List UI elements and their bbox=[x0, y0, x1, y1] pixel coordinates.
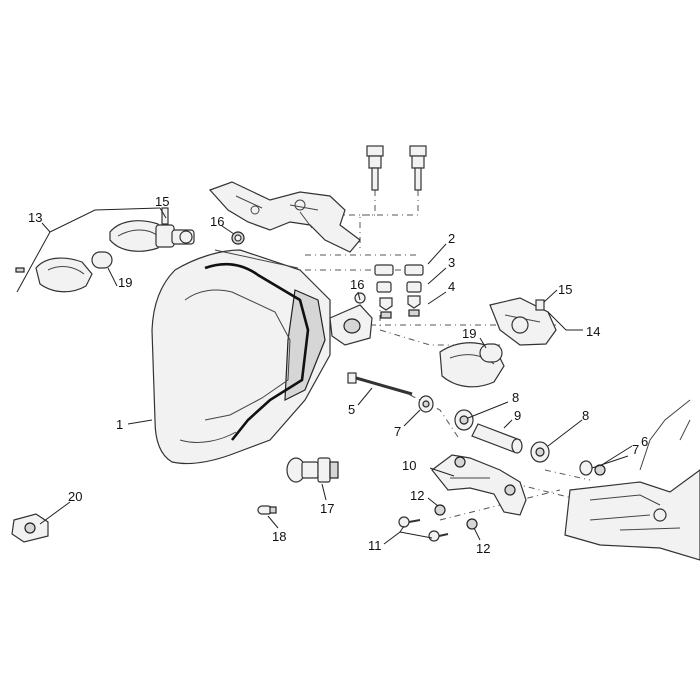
callout-17: 17 bbox=[320, 501, 334, 516]
callout-4: 4 bbox=[448, 279, 455, 294]
callout-labels: 13 15 16 19 1 2 3 4 16 15 14 19 5 7 8 9 … bbox=[28, 194, 648, 556]
callout-20: 20 bbox=[68, 489, 82, 504]
left-turn-signal bbox=[15, 207, 195, 293]
callout-13: 13 bbox=[28, 210, 42, 225]
connector-20 bbox=[11, 513, 49, 543]
callout-1: 1 bbox=[116, 417, 123, 432]
callout-14: 14 bbox=[586, 324, 600, 339]
top-bolt-left bbox=[366, 145, 384, 191]
frame-section bbox=[564, 399, 700, 561]
callout-18: 18 bbox=[272, 529, 286, 544]
callout-11: 11 bbox=[368, 538, 382, 553]
nut-12-upper bbox=[434, 504, 446, 516]
washer-7-left bbox=[418, 395, 434, 413]
pin-5 bbox=[347, 372, 413, 396]
callout-15-right: 15 bbox=[558, 282, 572, 297]
headlight-housing bbox=[151, 249, 331, 465]
callout-15-left: 15 bbox=[155, 194, 169, 209]
callout-19-left: 19 bbox=[118, 275, 132, 290]
screw-11-upper bbox=[398, 516, 421, 528]
headlight-bulb-17 bbox=[286, 457, 339, 483]
callout-9: 9 bbox=[514, 408, 521, 423]
callout-16-right: 16 bbox=[350, 277, 364, 292]
top-bolt-right bbox=[409, 145, 427, 191]
callout-8-left: 8 bbox=[512, 390, 519, 405]
tube-9 bbox=[471, 423, 523, 454]
washer-7-right bbox=[579, 460, 593, 476]
callout-2: 2 bbox=[448, 231, 455, 246]
callout-6: 6 bbox=[641, 434, 648, 449]
parking-bulb-18 bbox=[257, 505, 277, 515]
leader-lines bbox=[16, 207, 633, 545]
callout-3: 3 bbox=[448, 255, 455, 270]
nut-16-left bbox=[231, 231, 245, 245]
headlight-bracket bbox=[208, 181, 361, 253]
callout-12-lower: 12 bbox=[476, 541, 490, 556]
callout-10: 10 bbox=[402, 458, 416, 473]
callout-8-right: 8 bbox=[582, 408, 589, 423]
callout-5: 5 bbox=[348, 402, 355, 417]
side-mount-bracket bbox=[329, 292, 373, 346]
bush-8-right bbox=[530, 441, 550, 463]
screw-11-lower bbox=[428, 530, 449, 542]
callout-16-left: 16 bbox=[210, 214, 224, 229]
callout-19-right: 19 bbox=[462, 326, 476, 341]
callout-12-upper: 12 bbox=[410, 488, 424, 503]
bracket-10 bbox=[431, 454, 527, 516]
bush-8-left bbox=[454, 409, 474, 431]
callout-7-left: 7 bbox=[394, 424, 401, 439]
callout-7-right: 7 bbox=[632, 442, 639, 457]
grommet-stack bbox=[374, 264, 424, 319]
right-turn-signal bbox=[439, 297, 557, 388]
nut-12-lower bbox=[466, 518, 478, 530]
